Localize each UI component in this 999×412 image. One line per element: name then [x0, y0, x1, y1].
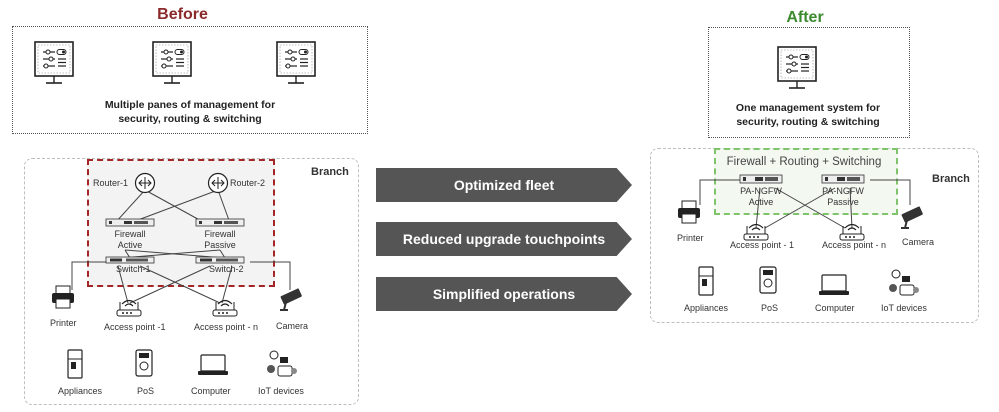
after-camera-label: Camera: [902, 237, 935, 247]
after-management-line1: One management system for: [735, 102, 881, 114]
after-computer-label: Computer: [815, 303, 855, 313]
access-point-icon: [116, 299, 142, 317]
before-heading: Before: [157, 6, 208, 23]
arrow-optimized-fleet: Optimized fleet: [376, 168, 632, 202]
after-access-point-n-label: Access point - n: [822, 240, 887, 250]
after-management-line2: security, routing & switching: [736, 116, 880, 128]
ngfw-active-line2: Active: [748, 197, 774, 207]
ngfw-passive-label: PA-NGFW Passive: [817, 186, 869, 208]
access-point-n-label: Access point - n: [194, 322, 259, 332]
ngfw-passive-line2: Passive: [827, 197, 859, 207]
switch-icon: [195, 256, 245, 264]
after-management-panel: [708, 27, 910, 138]
router-icon: [207, 172, 229, 194]
laptop-icon: [819, 274, 849, 295]
firewall-icon: [105, 218, 155, 227]
access-point-icon: [212, 299, 238, 317]
laptop-icon: [198, 354, 228, 375]
switch-icon: [105, 256, 155, 264]
access-point-icon: [839, 223, 865, 241]
firewall-icon: [739, 174, 783, 184]
firewall-icon: [195, 218, 245, 227]
after-appliances-label: Appliances: [684, 303, 729, 313]
printer-icon: [678, 200, 700, 224]
firewall-passive-label: Firewall Passive: [194, 229, 246, 251]
monitor-icon: [34, 41, 74, 84]
camera-label: Camera: [276, 321, 309, 331]
firewall-active-label: Firewall Active: [104, 229, 156, 251]
printer-label: Printer: [50, 318, 77, 328]
after-printer-label: Printer: [677, 233, 704, 243]
router-icon: [134, 172, 156, 194]
switch-1-label: Switch-1: [116, 264, 151, 274]
arrow-simplified-operations: Simplified operations: [376, 277, 632, 311]
camera-icon: [901, 206, 923, 229]
arrow-reduced-upgrade: Reduced upgrade touchpoints: [376, 222, 632, 256]
before-management-panel: [12, 26, 368, 134]
camera-icon: [280, 288, 302, 311]
after-management-text: One management system for security, rout…: [708, 101, 908, 129]
before-branch-label: Branch: [311, 166, 349, 178]
pos-label: PoS: [137, 386, 155, 396]
appliance-icon: [698, 266, 714, 296]
before-management-text: Multiple panes of management for securit…: [40, 98, 340, 126]
firewall-active-line1: Firewall: [114, 229, 146, 239]
iot-icon: [889, 269, 919, 296]
pos-icon: [135, 349, 153, 377]
router-2-label: Router-2: [230, 178, 266, 188]
after-combined-box: [714, 148, 898, 215]
firewall-active-line2: Active: [117, 240, 143, 250]
before-branch-box: [24, 158, 359, 405]
firewall-passive-line1: Firewall: [204, 229, 236, 239]
router-1-label: Router-1: [93, 178, 129, 188]
firewall-passive-line2: Passive: [204, 240, 236, 250]
after-heading: After: [786, 9, 824, 26]
access-point-1-label: Access point -1: [104, 322, 166, 332]
after-iot-label: IoT devices: [881, 303, 927, 313]
switch-2-label: Switch-2: [209, 264, 244, 274]
appliance-icon: [67, 349, 83, 379]
appliances-label: Appliances: [58, 386, 103, 396]
after-combined-title: Firewall + Routing + Switching: [726, 156, 882, 168]
pos-icon: [759, 266, 777, 294]
after-access-point-1-label: Access point - 1: [730, 240, 795, 250]
printer-icon: [52, 285, 74, 309]
ngfw-active-line1: PA-NGFW: [740, 186, 782, 196]
ngfw-active-label: PA-NGFW Active: [735, 186, 787, 208]
before-management-line1: Multiple panes of management for: [104, 99, 276, 111]
after-pos-label: PoS: [761, 303, 779, 313]
ngfw-passive-line1: PA-NGFW: [822, 186, 864, 196]
firewall-icon: [821, 174, 865, 184]
after-branch-label: Branch: [932, 173, 970, 185]
access-point-icon: [743, 223, 769, 241]
computer-label: Computer: [191, 386, 231, 396]
iot-icon: [267, 350, 297, 377]
before-management-line2: security, routing & switching: [118, 113, 262, 125]
iot-label: IoT devices: [258, 386, 304, 396]
